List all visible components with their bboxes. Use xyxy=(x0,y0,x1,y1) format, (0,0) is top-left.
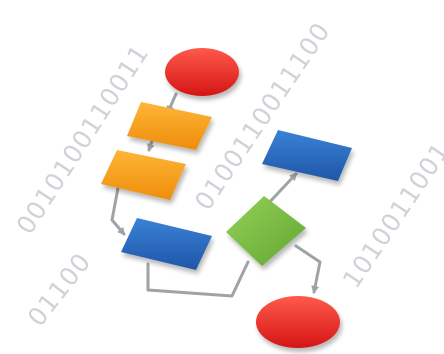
decision xyxy=(226,196,306,266)
connector-step3-to-decision xyxy=(146,260,250,298)
binary-string-1: 0010100110011 xyxy=(11,39,155,239)
end-terminator xyxy=(256,296,340,348)
binary-string-4: 1010011001 xyxy=(337,137,444,293)
process-step-3 xyxy=(121,218,212,270)
binary-string-2: 01100 xyxy=(22,247,97,331)
process-step-2 xyxy=(101,150,186,200)
process-step-1 xyxy=(127,102,212,150)
connector-step2-to-step3 xyxy=(110,186,126,236)
start-terminator xyxy=(165,48,239,96)
binary-string-3: 0100110011100 xyxy=(189,17,336,215)
process-branch xyxy=(262,130,352,181)
connector-decision-to-end xyxy=(294,244,322,294)
